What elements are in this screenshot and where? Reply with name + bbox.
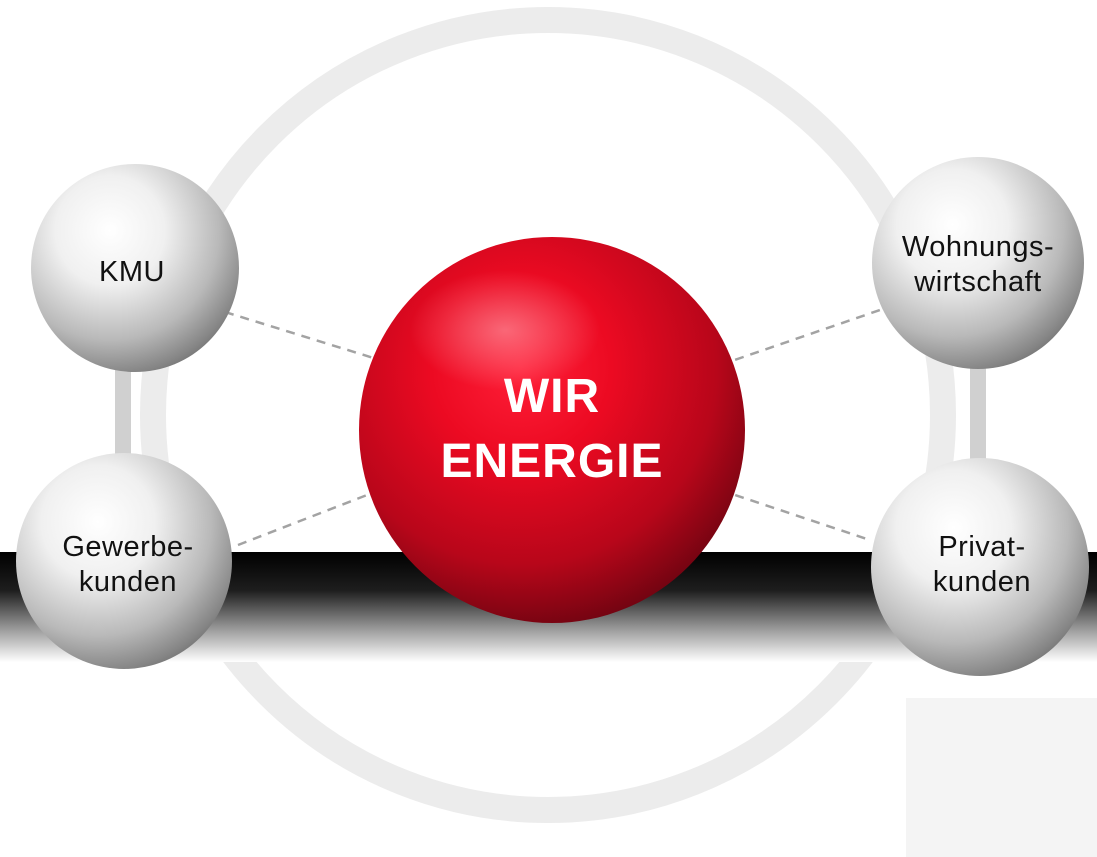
center-label-line1: WIR — [503, 370, 601, 424]
sphere-wohnungswirtschaft — [872, 157, 1084, 369]
center-label: WIR ENERGIE — [362, 340, 742, 520]
sphere-kmu — [31, 164, 239, 372]
node-label-gewerbekunden-line2: kunden — [78, 566, 178, 598]
node-label-kmu: KMU — [22, 222, 242, 322]
node-label-wohnungswirtschaft: Wohnungs- wirtschaft — [860, 215, 1096, 315]
node-label-wohnungswirtschaft-line1: Wohnungs- — [901, 231, 1055, 264]
node-label-privatkunden-line1: Privat- — [938, 531, 1026, 564]
node-label-gewerbekunden-line1: Gewerbe- — [62, 531, 194, 564]
node-label-kmu-line1: KMU — [99, 255, 165, 288]
node-label-gewerbekunden: Gewerbe- kunden — [10, 505, 246, 625]
node-label-privatkunden: Privat- kunden — [864, 505, 1097, 625]
node-label-privatkunden-line2: kunden — [932, 566, 1032, 598]
center-label-line2: ENERGIE — [440, 435, 664, 488]
background-panel — [906, 698, 1097, 857]
node-label-wohnungswirtschaft-line2: wirtschaft — [914, 266, 1042, 298]
center-sphere-highlight — [410, 270, 600, 390]
sphere-privatkunden — [871, 458, 1089, 676]
sphere-gewerbekunden — [16, 453, 232, 669]
outer-ring — [140, 7, 956, 823]
dashed-connectors — [224, 308, 881, 547]
